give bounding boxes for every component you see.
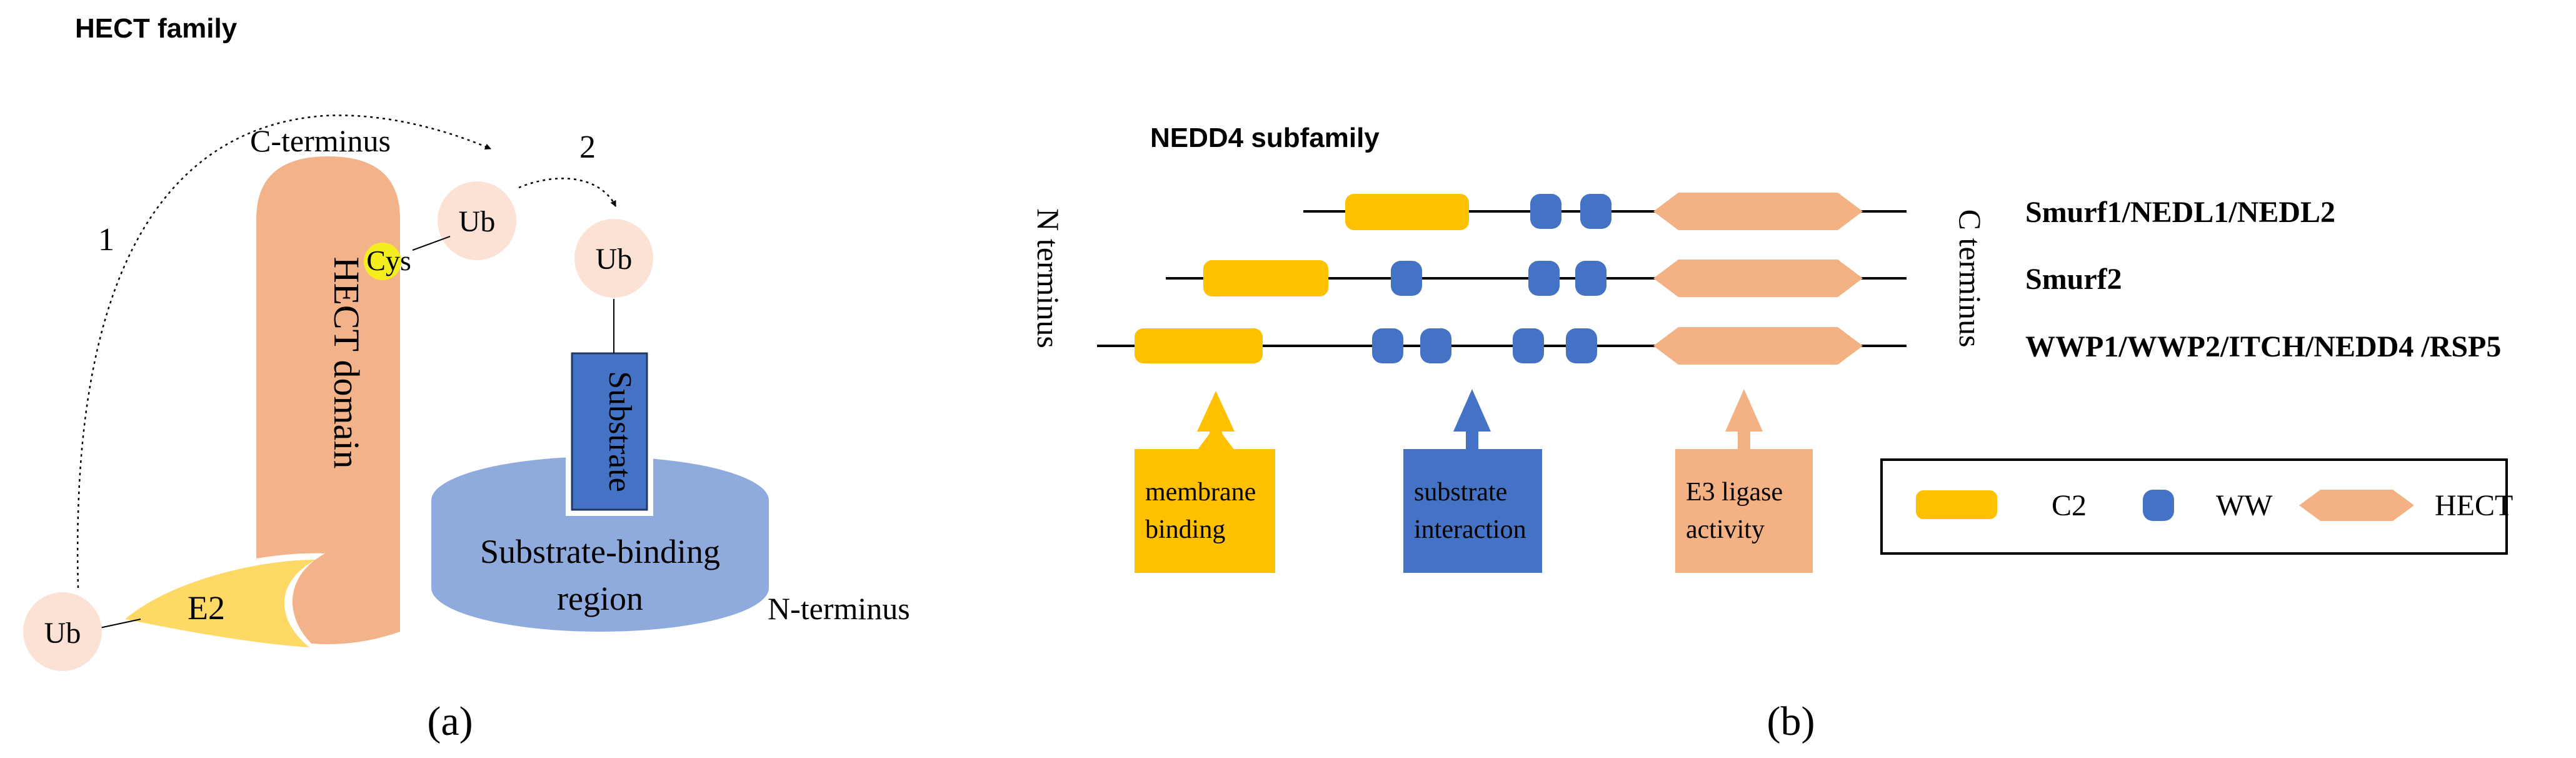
hect-domain-hexagon bbox=[1653, 260, 1863, 297]
ww-domain bbox=[1580, 194, 1611, 229]
n-terminus-vertical-label: N terminus bbox=[1031, 208, 1066, 348]
substrate-region-label-line2: region bbox=[557, 580, 643, 617]
panel-a: HECT family Substrate-binding region HEC… bbox=[23, 13, 910, 744]
panel-b: NEDD4 subfamily N terminus C terminus Sm… bbox=[1031, 123, 2513, 744]
e3-ligase-line2: activity bbox=[1686, 515, 1765, 544]
ub-on-substrate-label: Ub bbox=[596, 243, 633, 276]
n-terminus-label: N-terminus bbox=[768, 591, 910, 626]
c-terminus-vertical-label: C terminus bbox=[1953, 210, 1988, 348]
row-2-name: Smurf2 bbox=[2025, 263, 2122, 296]
ww-domain bbox=[1513, 328, 1544, 363]
substrate-interaction-annotation: substrate interaction bbox=[1403, 389, 1542, 573]
substrate-interaction-line2: interaction bbox=[1414, 515, 1526, 544]
ub-cys-bond bbox=[412, 236, 451, 251]
e2-label: E2 bbox=[188, 589, 225, 627]
domain-row-1: Smurf1/NEDL1/NEDL2 bbox=[1303, 193, 2335, 230]
c-terminus-label: C-terminus bbox=[250, 123, 391, 158]
hect-domain-label: HECT domain bbox=[326, 257, 367, 469]
e3-ligase-box bbox=[1675, 449, 1813, 573]
hect-domain-hexagon bbox=[1653, 193, 1863, 230]
e3-ligase-annotation: E3 ligase activity bbox=[1675, 389, 1813, 573]
step-2-label: 2 bbox=[579, 129, 596, 165]
transfer-arrow-2 bbox=[518, 178, 617, 207]
panel-b-caption: (b) bbox=[1767, 699, 1815, 744]
legend: C2 WW HECT bbox=[1880, 458, 2513, 555]
membrane-binding-box bbox=[1135, 449, 1275, 573]
e2-enzyme: E2 bbox=[109, 553, 325, 650]
c2-domain bbox=[1203, 260, 1328, 296]
membrane-binding-line1: membrane bbox=[1145, 478, 1256, 507]
ww-domain bbox=[1575, 261, 1606, 296]
panel-a-caption: (a) bbox=[427, 699, 473, 744]
c2-domain bbox=[1135, 328, 1263, 363]
substrate-interaction-line1: substrate bbox=[1414, 478, 1507, 507]
row-3-name: WWP1/WWP2/ITCH/NEDD4 /RSP5 bbox=[2025, 330, 2501, 363]
ww-domain bbox=[1566, 328, 1597, 363]
substrate-binding-region: Substrate-binding region bbox=[431, 457, 769, 632]
ub-on-hect-label: Ub bbox=[459, 205, 496, 238]
legend-hect-swatch bbox=[2299, 490, 2414, 521]
substrate-label: Substrate bbox=[602, 371, 638, 492]
row-1-name: Smurf1/NEDL1/NEDL2 bbox=[2025, 196, 2335, 229]
panel-b-heading: NEDD4 subfamily bbox=[1150, 123, 1380, 153]
membrane-binding-annotation: membrane binding bbox=[1135, 391, 1275, 573]
e3-ligase-line1: E3 ligase bbox=[1686, 478, 1783, 507]
c2-domain bbox=[1345, 194, 1469, 230]
legend-ww-swatch bbox=[2143, 490, 2174, 521]
panel-a-heading: HECT family bbox=[75, 13, 238, 44]
up-arrow bbox=[1453, 389, 1491, 432]
substrate-box: Substrate bbox=[566, 347, 653, 516]
ub-on-hect: Ub bbox=[438, 181, 516, 260]
ub-on-e2: Ub bbox=[23, 592, 102, 671]
domain-row-2: Smurf2 bbox=[1166, 260, 2122, 297]
hect-domain: HECT domain bbox=[256, 156, 400, 644]
legend-c2-swatch bbox=[1916, 490, 1997, 519]
ww-domain bbox=[1372, 328, 1403, 363]
step-1-label: 1 bbox=[98, 222, 114, 258]
transfer-arrow-1 bbox=[76, 114, 491, 589]
substrate-interaction-box bbox=[1403, 449, 1542, 573]
ww-domain bbox=[1530, 194, 1561, 229]
hect-domain-hexagon bbox=[1653, 327, 1863, 365]
ww-domain bbox=[1391, 261, 1422, 296]
membrane-binding-line2: binding bbox=[1145, 515, 1225, 544]
up-arrow bbox=[1197, 425, 1235, 450]
cys-residue: Cys bbox=[364, 243, 411, 280]
ub-on-e2-label: Ub bbox=[44, 617, 81, 650]
legend-c2-label: C2 bbox=[2052, 489, 2087, 522]
up-arrow bbox=[1725, 389, 1763, 432]
ww-domain bbox=[1420, 328, 1451, 363]
cys-label: Cys bbox=[366, 245, 411, 276]
legend-hect-label: HECT bbox=[2435, 489, 2513, 522]
ww-domain bbox=[1528, 261, 1560, 296]
legend-ww-label: WW bbox=[2216, 489, 2273, 522]
domain-row-3: WWP1/WWP2/ITCH/NEDD4 /RSP5 bbox=[1097, 327, 2501, 365]
ub-e2-bond bbox=[96, 619, 141, 629]
substrate-region-label-line1: Substrate-binding bbox=[480, 533, 720, 570]
ub-on-substrate: Ub bbox=[574, 219, 653, 298]
